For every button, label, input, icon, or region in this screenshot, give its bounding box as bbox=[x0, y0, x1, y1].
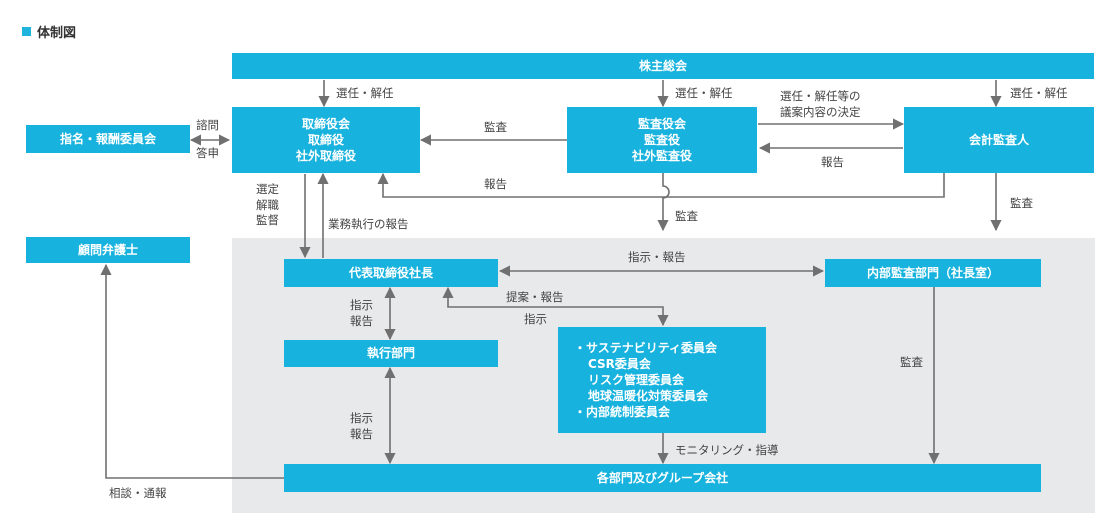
auditboard-line-3: 社外監査役 bbox=[631, 149, 692, 164]
committee-2: CSR委員会 bbox=[588, 356, 651, 371]
arrow-report-board bbox=[377, 172, 945, 198]
board-line-1: 取締役会 bbox=[301, 116, 350, 131]
label-instruct-report-3: 指示 報告 bbox=[350, 411, 373, 441]
label-exec-report: 業務執行の報告 bbox=[328, 217, 409, 231]
committee-5: ・内部統制委員会 bbox=[574, 405, 671, 420]
diagram-title: 体制図 bbox=[22, 22, 76, 41]
nomination-box: 指名・報酬委員会 bbox=[26, 125, 190, 153]
accountant-box: 会計監査人 bbox=[904, 107, 1094, 173]
label-elect-2: 選任・解任 bbox=[675, 86, 733, 100]
arrow-audit-down bbox=[657, 172, 670, 232]
label-audit-2: 監査 bbox=[675, 209, 698, 223]
committee-1: ・サステナビリティ委員会 bbox=[574, 340, 718, 355]
auditboard-line-1: 監査役会 bbox=[637, 116, 686, 131]
auditboard-box: 監査役会 監査役 社外監査役 bbox=[567, 107, 757, 173]
label-audit-1: 監査 bbox=[484, 120, 507, 134]
label-elect-proposal: 選任・解任等の 議案内容の決定 bbox=[780, 89, 861, 119]
title-square-icon bbox=[22, 27, 31, 36]
label-instruct-report-2: 指示 報告 bbox=[350, 298, 373, 328]
label-elect-1: 選任・解任 bbox=[336, 86, 394, 100]
committee-4: 地球温暖化対策委員会 bbox=[588, 389, 709, 404]
board-line-3: 社外取締役 bbox=[295, 149, 356, 164]
arrow-proposal bbox=[442, 286, 669, 327]
execution-box: 執行部門 bbox=[284, 340, 498, 367]
auditboard-line-2: 監査役 bbox=[643, 132, 680, 147]
label-report-1: 報告 bbox=[821, 155, 844, 169]
advisor-box: 顧問弁護士 bbox=[26, 237, 190, 263]
group-box: 各部門及びグループ会社 bbox=[284, 464, 1041, 492]
label-consult: 諮問 答申 bbox=[196, 118, 219, 160]
shareholders-box: 株主総会 bbox=[232, 53, 1094, 79]
label-instruct-1: 指示 bbox=[524, 312, 547, 326]
board-line-2: 取締役 bbox=[307, 132, 344, 147]
label-report-2: 報告 bbox=[484, 177, 507, 191]
label-proposal-report: 提案・報告 bbox=[506, 290, 564, 304]
label-elect-3: 選任・解任 bbox=[1010, 86, 1068, 100]
committees-box: ・サステナビリティ委員会 CSR委員会 リスク管理委員会 地球温暖化対策委員会 … bbox=[558, 327, 766, 433]
board-box: 取締役会 取締役 社外取締役 bbox=[232, 107, 420, 173]
label-monitoring: モニタリング・指導 bbox=[675, 443, 779, 457]
label-audit-4: 監査 bbox=[900, 355, 923, 369]
internal-audit-box: 内部監査部門（社長室） bbox=[825, 259, 1041, 287]
president-box: 代表取締役社長 bbox=[284, 259, 498, 287]
arrow-consult-advisor bbox=[100, 263, 284, 479]
committee-3: リスク管理委員会 bbox=[588, 372, 685, 387]
label-instruct-report-1: 指示・報告 bbox=[628, 250, 686, 264]
label-audit-3: 監査 bbox=[1010, 196, 1033, 210]
label-consult-report: 相談・通報 bbox=[109, 486, 167, 500]
label-selection: 選定 解職 監督 bbox=[256, 182, 279, 228]
